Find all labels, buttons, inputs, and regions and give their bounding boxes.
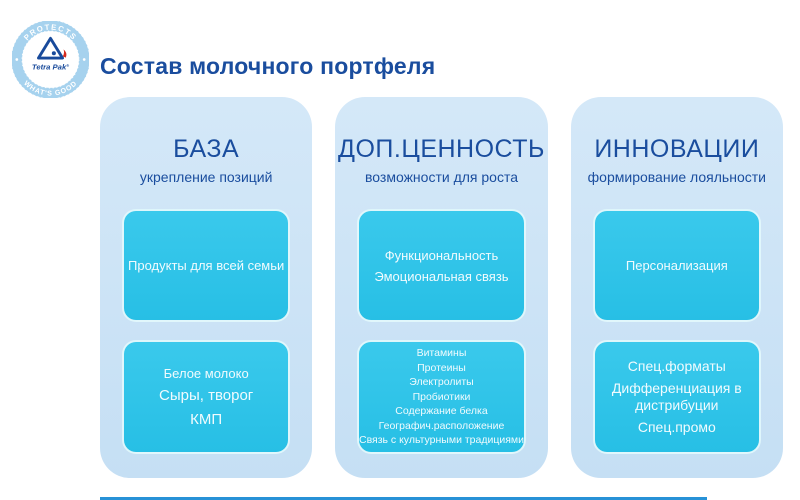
tetra-pak-logo: PROTECTS WHAT'S GOOD Tetra Pak®: [11, 20, 90, 99]
card-line: Эмоциональная связь: [374, 268, 509, 284]
logo-inner-dots: [21, 30, 80, 89]
card-line: Витамины: [416, 347, 467, 360]
page-title: Состав молочного портфеля: [100, 53, 436, 80]
card-line: Связь с культурными традициями: [359, 434, 524, 447]
column-subtitle: укрепление позиций: [139, 169, 273, 185]
column-heading: ИННОВАЦИИ: [594, 135, 760, 163]
card-family-products: Продукты для всей семьи: [122, 209, 291, 322]
column-innovacii: ИННОВАЦИИ формирование лояльности Персон…: [570, 97, 783, 478]
logo-side-dot-right: [82, 58, 86, 61]
column-heading: БАЗА: [173, 135, 240, 163]
card-line: Продукты для всей семьи: [128, 258, 285, 273]
card-line: КМП: [190, 410, 223, 428]
columns-container: БАЗА укрепление позиций Продукты для все…: [100, 97, 783, 478]
card-line: Спец.промо: [637, 419, 716, 435]
card-value-list: Витамины Протеины Электролиты Пробиотики…: [357, 340, 526, 454]
column-dop-cennost: ДОП.ЦЕННОСТЬ возможности для роста Функц…: [335, 97, 548, 478]
card-line: Содержание белка: [395, 405, 488, 418]
card-innovation-list: Спец.форматы Дифференциация в дистрибуци…: [592, 340, 761, 454]
card-functionality: Функциональность Эмоциональная связь: [357, 209, 526, 322]
card-line: Дифференциация в дистрибуции: [611, 380, 742, 413]
card-line: Спец.форматы: [627, 358, 726, 374]
tetra-pak-logo-icon: PROTECTS WHAT'S GOOD Tetra Pak®: [11, 20, 90, 99]
column-baza: БАЗА укрепление позиций Продукты для все…: [100, 97, 313, 478]
card-line: Пробиотики: [412, 390, 471, 403]
bottom-rule: [100, 497, 707, 500]
card-personalization: Персонализация: [592, 209, 761, 322]
card-line: Протеины: [417, 361, 466, 374]
logo-side-dot-left: [15, 58, 19, 61]
card-line: Сыры, творог: [159, 386, 254, 404]
card-line: Белое молоко: [163, 365, 249, 381]
column-subtitle: формирование лояльности: [587, 169, 766, 185]
logo-brand-text: Tetra Pak®: [32, 63, 69, 72]
logo-triangle-icon: [37, 36, 64, 60]
card-line: Функциональность: [384, 247, 499, 263]
logo-triangle-dot: [51, 51, 56, 56]
column-subtitle: возможности для роста: [364, 169, 518, 185]
logo-red-accent: [62, 49, 67, 58]
card-line: Географич.расположение: [378, 419, 505, 432]
column-heading: ДОП.ЦЕННОСТЬ: [338, 135, 545, 163]
card-line: Электролиты: [409, 376, 474, 389]
card-line: Персонализация: [625, 258, 728, 273]
card-base-categories: Белое молоко Сыры, творог КМП: [122, 340, 291, 454]
